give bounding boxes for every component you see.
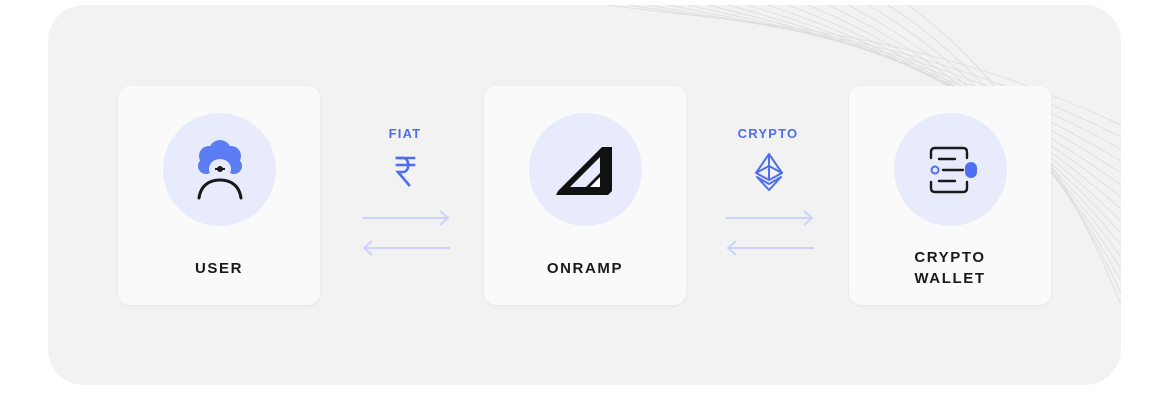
user-icon-circle xyxy=(163,113,276,226)
user-headset-icon xyxy=(197,139,242,199)
onramp-card: ONRAMP xyxy=(484,86,686,305)
wallet-icon xyxy=(929,146,977,193)
onramp-icon-circle xyxy=(529,113,642,226)
user-card: USER xyxy=(118,86,320,305)
crypto-wallet-card: CRYPTO WALLET xyxy=(849,86,1051,305)
arrow-right-fiat xyxy=(362,210,450,226)
rupee-icon xyxy=(389,153,421,189)
fiat-flow-label: FIAT xyxy=(388,126,422,141)
user-label: USER xyxy=(194,260,244,277)
arrow-left-crypto xyxy=(726,240,814,256)
wallet-icon-circle xyxy=(894,113,1007,226)
arrow-right-crypto xyxy=(726,210,814,226)
diagram-panel: USER FIAT ONRAMP xyxy=(48,5,1121,385)
crypto-flow-label: CRYPTO xyxy=(737,126,799,141)
ethereum-icon xyxy=(755,153,783,191)
onramp-label: ONRAMP xyxy=(546,260,624,277)
crypto-wallet-label: CRYPTO WALLET xyxy=(914,249,986,287)
onramp-logo-icon xyxy=(555,146,612,195)
arrow-left-fiat xyxy=(362,240,450,256)
